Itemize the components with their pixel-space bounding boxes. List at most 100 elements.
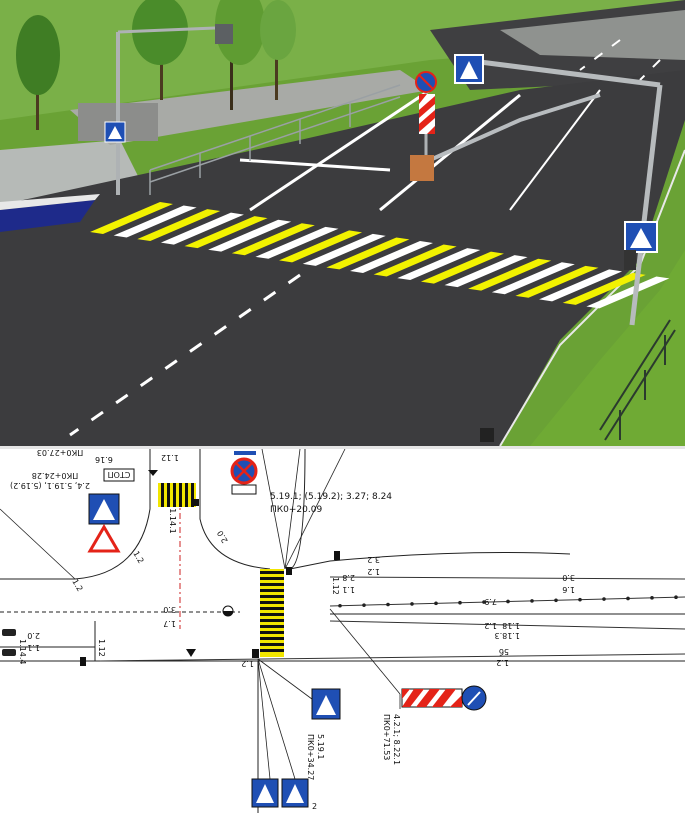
label-5b: 5б [499,647,509,656]
zebra-stripe [113,205,197,238]
label-12-a: 1.2 [131,550,145,566]
marker-dot [530,599,534,603]
no-stopping-sign-plan [230,451,258,495]
main-road [0,70,685,446]
zebra-stripe [279,230,363,263]
zebra-stripe [255,226,339,259]
marker-dot [554,598,558,603]
label-616: 6.16 [95,455,113,464]
leader-lines [0,449,401,780]
zebra-stripe [231,223,315,256]
crosswalk-stripe [260,607,284,610]
trees [16,0,296,130]
crosswalk-stripe [260,613,284,616]
zebra-stripe [302,233,386,266]
crosswalk-stripe [260,631,284,634]
zebra-stripe [420,251,504,284]
sidewalk-right [500,10,685,60]
path-left [70,70,430,145]
crosswalk-stripe [260,595,284,598]
label-pk-bottom: ПК0+34.27 [306,734,315,780]
crosswalk-stripe [260,625,284,628]
label-11-a: 1.1 [342,585,355,594]
curb-left [0,200,95,232]
label-112-left: 1.12 [97,639,106,657]
marker-dot [410,602,414,606]
curb-left-white [0,194,100,210]
label-12-d: 1.2 [484,621,497,630]
stop-label: СТОП [108,470,131,479]
crosswalk-stripe [260,643,284,646]
crosswalk-top [158,483,196,507]
zebra-stripe [326,237,410,270]
traffic-light-symbols [80,470,340,666]
marker-dot [434,601,438,606]
label-17: 1.7 [163,619,176,628]
label-1183: 1.18.3 [495,631,520,640]
label-signs-right: 5.19.1; (5.19.2); 3.27; 8.24 [270,492,392,502]
label-118: 1.18 [502,621,520,630]
label-79: 7.9 [484,597,497,606]
label-28: 2.8 [342,573,355,582]
road-marking-plan: СТОП ПК0+27.03 6.16 ПК0+24.28 2.4, 5.19.… [0,449,685,813]
pole-right [454,54,663,326]
label-20-a: 2.0 [216,529,230,545]
label-12-f: 1.2 [241,659,254,668]
marker-dot [362,603,366,607]
zebra-stripe [184,216,268,249]
zebra-stripe [90,202,173,234]
crosswalk-main [260,569,284,657]
no-parking-sign [410,71,437,181]
crosswalk-stripe [260,589,284,592]
label-32: 3.2 [367,555,380,564]
label-50: 3.0 [562,573,575,582]
zebra-stripe [160,212,244,245]
label-20-b: 2.0 [27,631,40,640]
guard-rail [429,93,601,162]
grass-right [530,250,685,446]
label-1144: 1.14.4 [18,639,27,664]
zebra-stripe [137,209,221,242]
marker-dot [482,600,486,604]
ground-marker [480,428,494,442]
label-5191: 5.19.1 [316,734,325,759]
marker-dot [650,596,654,600]
crosswalk-stripe [260,619,284,622]
zebra-stripe [350,241,433,273]
label-pk-left: ПК0+24.28 [32,471,78,480]
zebra-stripe [539,269,623,302]
road-edges [0,449,685,813]
pole-left [104,24,233,195]
view-separator [0,446,685,449]
zebra-stripe [586,276,670,309]
label-16: 1.6 [562,585,575,594]
crosswalk-stripe [260,649,284,652]
label-2: 2 [312,802,317,811]
label-12-c: 1.2 [367,567,380,576]
marker-dot [626,596,630,601]
pedestrian-sign-plan-bottom [251,688,341,808]
label-pk-right: ПК0+20.09 [270,505,322,515]
zebra-stripe [515,265,599,298]
crosswalk-stripe [260,637,284,640]
barrier-sign-plan [401,685,487,711]
label-12-e: 1.2 [496,658,509,667]
dotted-markers [338,595,678,608]
zebra-crossing [90,202,670,309]
label-signs-bottom: 4.2.1; 8.22.1 [392,714,401,765]
label-11-b: 1.1 [27,643,40,652]
label-30: 3.0 [163,605,176,614]
marker-dot [506,599,510,604]
label-1141: 1.14.1 [168,508,177,533]
label-12-b: 1.2 [70,578,84,594]
zebra-stripe [208,219,292,252]
road-3d-view [0,0,685,446]
car-symbols [2,629,16,656]
crosswalk-stripe [260,571,284,574]
marker-dot [578,597,582,602]
label-112-mid: 1.12 [331,577,340,595]
zebra-stripe [444,255,528,288]
crosswalk-stripe [260,601,284,604]
marker-dot [602,597,606,601]
marker-dot [338,603,342,608]
